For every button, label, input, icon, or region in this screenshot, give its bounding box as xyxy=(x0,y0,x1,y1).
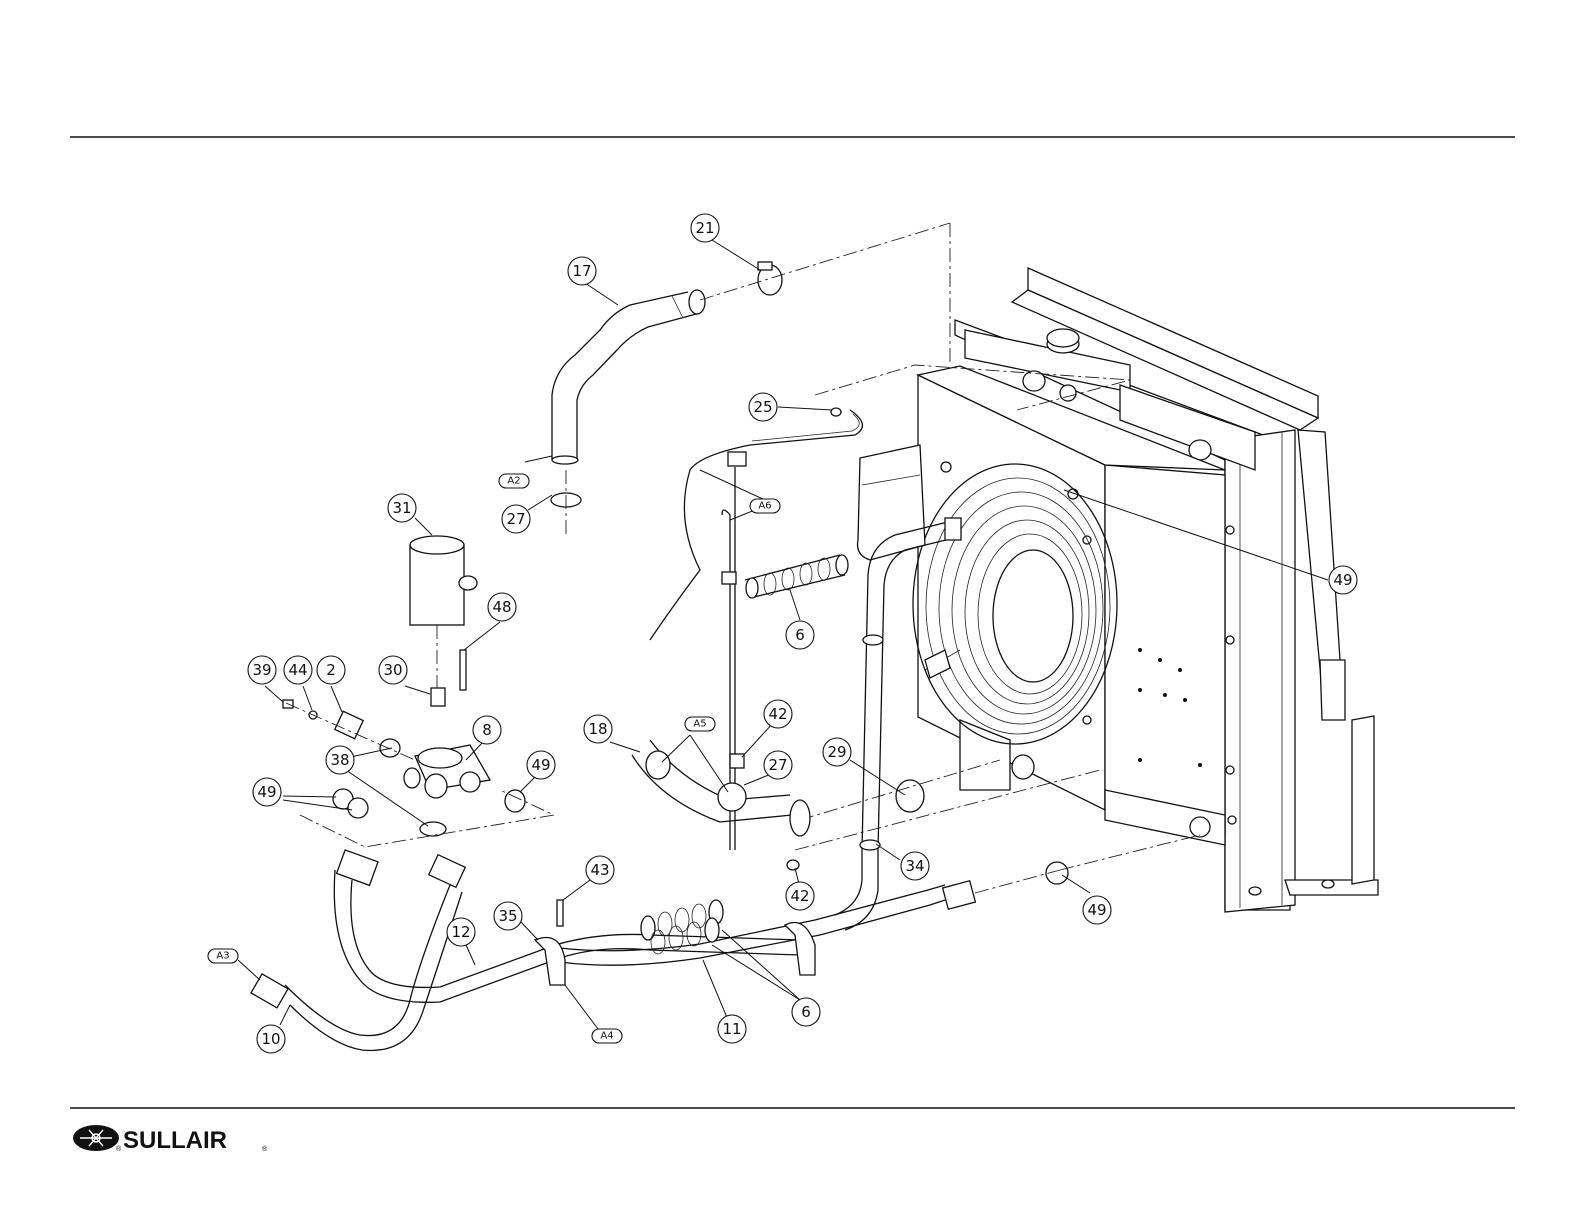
svg-text:42: 42 xyxy=(790,887,809,905)
callout-18: 18 xyxy=(584,715,612,743)
svg-text:49: 49 xyxy=(257,783,276,801)
fitting-30 xyxy=(431,688,445,706)
svg-text:10: 10 xyxy=(261,1030,280,1048)
svg-text:30: 30 xyxy=(383,661,402,679)
callout-48: 48 xyxy=(488,593,516,621)
svg-text:11: 11 xyxy=(722,1020,741,1038)
callout-6-lower: 6 xyxy=(792,998,820,1026)
clamp-29 xyxy=(896,780,924,812)
svg-text:8: 8 xyxy=(482,721,492,739)
svg-text:A4: A4 xyxy=(600,1031,613,1042)
callout-12: 12 xyxy=(447,918,475,946)
callout-10: 10 xyxy=(257,1025,285,1053)
svg-text:21: 21 xyxy=(695,219,714,237)
manifold-8 xyxy=(404,745,490,798)
canister-31 xyxy=(410,536,477,625)
svg-text:49: 49 xyxy=(1333,571,1352,589)
tag-a3: A3 xyxy=(208,949,238,963)
callout-34: 34 xyxy=(901,852,929,880)
callout-8: 8 xyxy=(473,716,501,744)
svg-text:29: 29 xyxy=(827,743,846,761)
svg-text:17: 17 xyxy=(572,262,591,280)
callout-27-lower: 27 xyxy=(764,751,792,779)
svg-text:A3: A3 xyxy=(216,951,229,962)
fitting-49-right xyxy=(505,790,525,812)
svg-text:48: 48 xyxy=(492,598,511,616)
tag-a5: A5 xyxy=(685,717,715,731)
callout-30: 30 xyxy=(379,656,407,684)
clamp-27-lower xyxy=(718,783,746,811)
hose-11 xyxy=(560,881,975,965)
hose-17 xyxy=(552,290,705,464)
svg-text:31: 31 xyxy=(392,499,411,517)
tag-a2: A2 xyxy=(499,474,529,488)
svg-text:6: 6 xyxy=(801,1003,811,1021)
svg-text:A5: A5 xyxy=(693,719,706,730)
svg-text:42: 42 xyxy=(768,705,787,723)
svg-text:49: 49 xyxy=(1087,901,1106,919)
logo-wordmark: SULLAIR xyxy=(123,1127,227,1154)
svg-text:A2: A2 xyxy=(507,476,520,487)
svg-text:38: 38 xyxy=(330,751,349,769)
svg-text:43: 43 xyxy=(590,861,609,879)
callout-27-top: 27 xyxy=(502,505,530,533)
callout-42-lower: 42 xyxy=(786,882,814,910)
callout-25: 25 xyxy=(749,393,777,421)
callout-2: 2 xyxy=(317,656,345,684)
screw-48 xyxy=(460,650,466,690)
hose-12 xyxy=(334,850,800,1002)
callout-35: 35 xyxy=(494,902,522,930)
fitting-49-left-b xyxy=(348,798,368,818)
tube-25 xyxy=(650,410,862,640)
callout-39: 39 xyxy=(248,656,276,684)
callout-38: 38 xyxy=(326,746,354,774)
callout-49-radiator: 49 xyxy=(1329,566,1357,594)
svg-text:49: 49 xyxy=(531,756,550,774)
svg-text:35: 35 xyxy=(498,907,517,925)
callout-49-mid: 49 xyxy=(527,751,555,779)
callout-11: 11 xyxy=(718,1015,746,1043)
tag-a6: A6 xyxy=(750,499,780,513)
svg-text:12: 12 xyxy=(451,923,470,941)
svg-text:27: 27 xyxy=(506,510,525,528)
callout-21: 21 xyxy=(691,214,719,242)
svg-text:34: 34 xyxy=(905,857,924,875)
svg-text:25: 25 xyxy=(753,398,772,416)
tag-a4: A4 xyxy=(592,1029,622,1043)
callout-29: 29 xyxy=(823,738,851,766)
callout-43: 43 xyxy=(586,856,614,884)
callout-49-lower: 49 xyxy=(1083,896,1111,924)
svg-text:A6: A6 xyxy=(758,501,771,512)
callout-49-left: 49 xyxy=(253,778,281,806)
radiator-assembly xyxy=(858,268,1379,912)
svg-text:27: 27 xyxy=(768,756,787,774)
callout-44: 44 xyxy=(284,656,312,684)
svg-text:2: 2 xyxy=(326,661,336,679)
spiral-wrap-6-upper xyxy=(745,555,848,598)
svg-text:®: ® xyxy=(262,1145,268,1153)
hose-10 xyxy=(251,855,465,1051)
bolt-43 xyxy=(557,900,563,926)
callout-6-upper: 6 xyxy=(786,621,814,649)
bracket-35 xyxy=(535,938,565,986)
svg-text:18: 18 xyxy=(588,720,607,738)
callout-31: 31 xyxy=(388,494,416,522)
callout-17: 17 xyxy=(568,257,596,285)
svg-text:6: 6 xyxy=(795,626,805,644)
sullair-logo: ® SULLAIR ® xyxy=(73,1125,268,1154)
valve-2 xyxy=(335,711,363,738)
callout-42-upper: 42 xyxy=(764,700,792,728)
svg-text:44: 44 xyxy=(288,661,307,679)
svg-text:®: ® xyxy=(116,1145,122,1153)
clamp-21 xyxy=(758,262,782,295)
svg-text:39: 39 xyxy=(252,661,271,679)
